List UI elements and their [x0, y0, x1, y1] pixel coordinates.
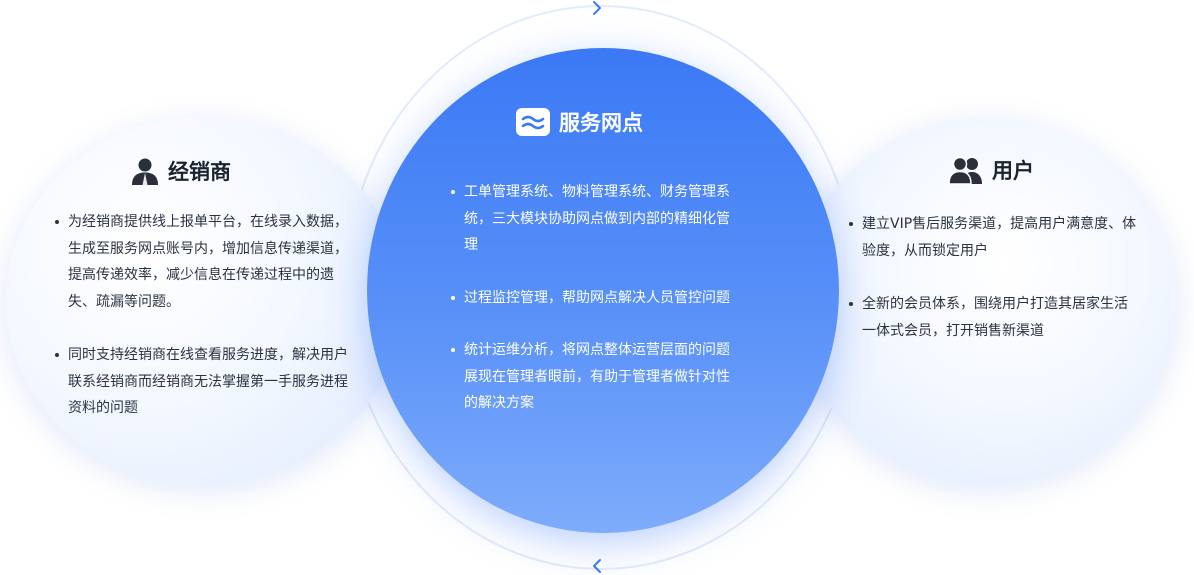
- list-item: 同时支持经销商在线查看服务进度，解决用户联系经销商而经销商无法掌握第一手服务进程…: [54, 342, 354, 422]
- service-point-title-text: 服务网点: [559, 111, 643, 135]
- person-icon: [132, 158, 158, 185]
- user-circle: [795, 117, 1177, 485]
- list-item: 工单管理系统、物料管理系统、财务管理系统，三大模块协助网点做到内部的精细化管理: [450, 179, 742, 259]
- service-point-circle: [367, 48, 839, 533]
- user-title-text: 用户: [992, 159, 1034, 183]
- dealer-circle: [6, 117, 402, 485]
- users-icon: [948, 156, 982, 185]
- list-item: 统计运维分析，将网点整体运营层面的问题展现在管理者眼前，有助于管理者做针对性的解…: [450, 337, 742, 417]
- store-icon: [516, 108, 550, 136]
- chevron-right-icon: [593, 1, 601, 15]
- service-point-title: 服务网点: [515, 107, 643, 137]
- chevron-left-icon: [593, 559, 601, 573]
- user-title: 用户: [948, 155, 1034, 185]
- list-item: 全新的会员体系，围绕用户打造其居家生活一体式会员，打开销售新渠道: [848, 291, 1138, 344]
- list-item: 建立VIP售后服务渠道，提高用户满意度、体验度，从而锁定用户: [848, 211, 1138, 264]
- service-point-list: 工单管理系统、物料管理系统、财务管理系统，三大模块协助网点做到内部的精细化管理 …: [450, 179, 742, 417]
- list-item: 过程监控管理，帮助网点解决人员管控问题: [450, 285, 742, 312]
- dealer-list: 为经销商提供线上报单平台，在线录入数据，生成至服务网点账号内，增加信息传递渠道，…: [54, 209, 354, 422]
- dealer-title-text: 经销商: [168, 160, 231, 184]
- list-item: 为经销商提供线上报单平台，在线录入数据，生成至服务网点账号内，增加信息传递渠道，…: [54, 209, 354, 315]
- user-list: 建立VIP售后服务渠道，提高用户满意度、体验度，从而锁定用户 全新的会员体系，围…: [848, 211, 1138, 344]
- dealer-title: 经销商: [130, 156, 231, 186]
